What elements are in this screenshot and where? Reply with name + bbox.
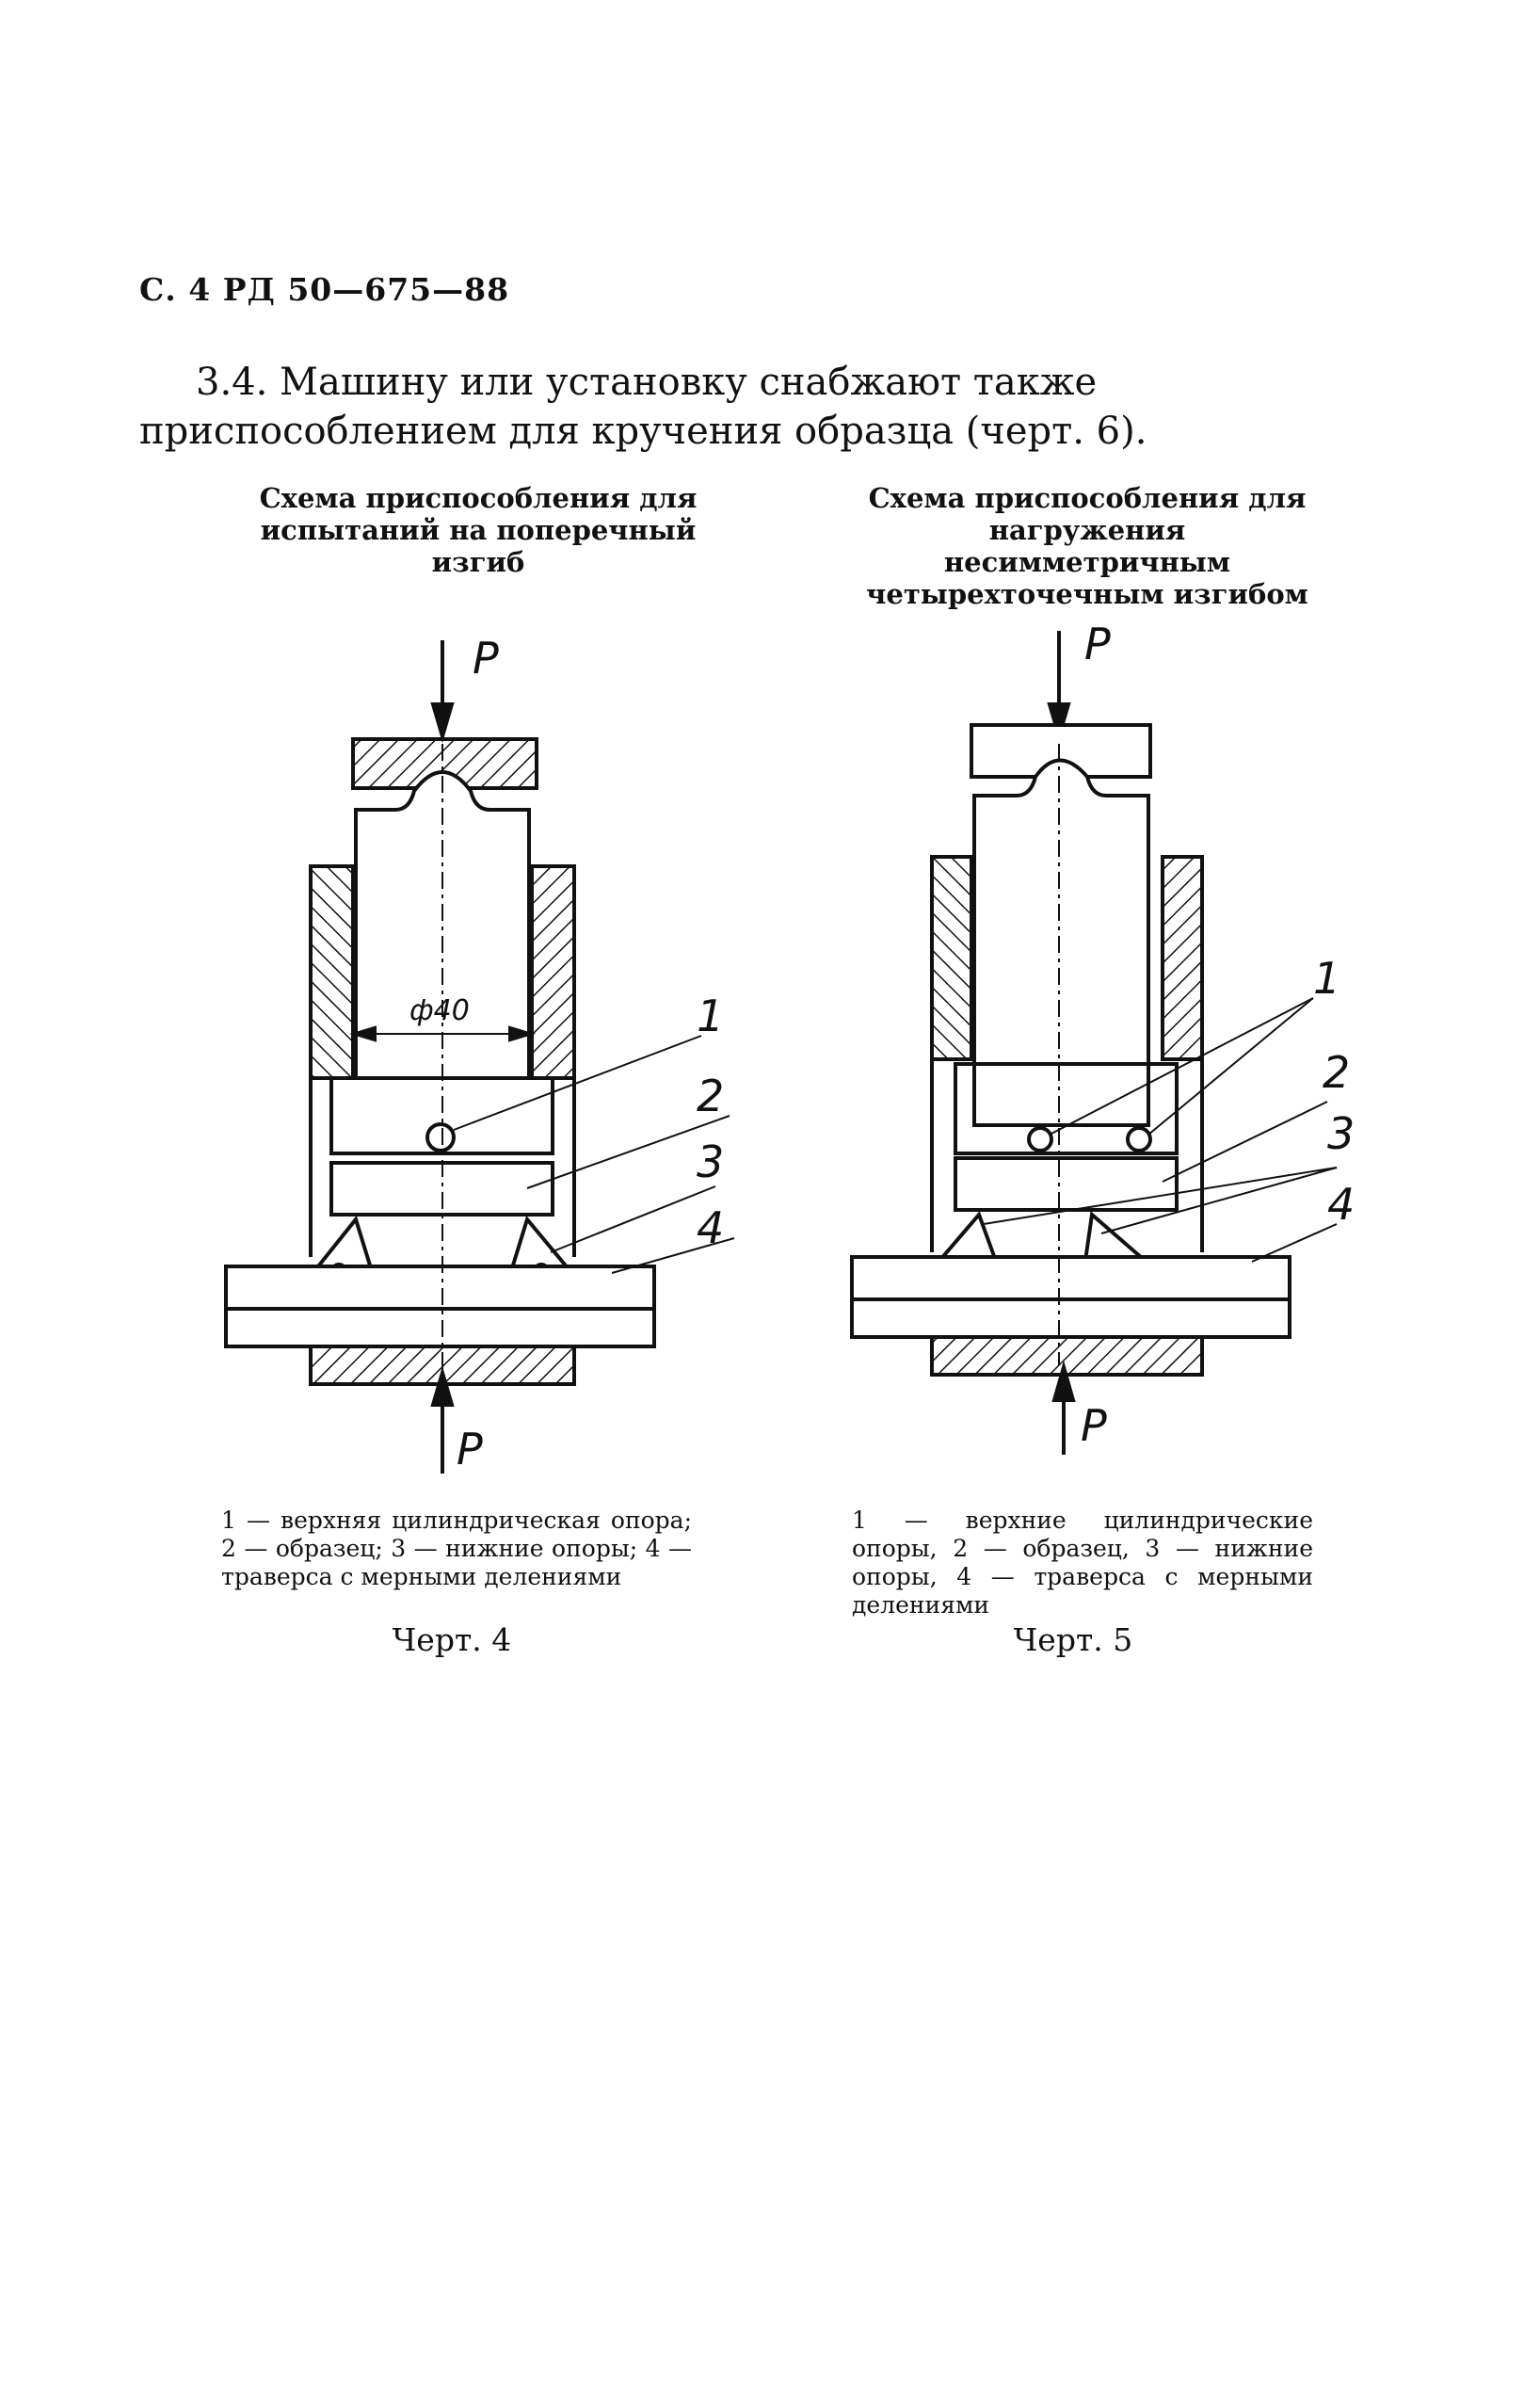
right-wall [1161,855,1204,1061]
callout-3: 3 [1327,1108,1355,1159]
arrow-head-top-icon [430,702,455,744]
callout-4: 4 [1327,1179,1355,1230]
callout-2: 2 [697,1071,724,1121]
bottom-plate [930,1335,1204,1377]
paragraph-number: 3.4. [196,361,268,404]
upper-support-icon [425,1122,456,1152]
load-label-bottom: P [457,1424,483,1474]
paragraph-3-4: 3.4. Машину или установку снабжают также… [139,358,1457,456]
left-wall [930,855,973,1061]
upper-punch [354,770,531,1080]
left-wall [309,864,355,1080]
traverse [850,1255,1291,1301]
figure-5-title: Схема приспособления для нагружения неси… [866,482,1308,610]
arrow-head-bottom-icon [1051,1360,1076,1402]
callout-1: 1 [1313,953,1340,1004]
page-header: С. 4 РД 50—675—88 [139,271,510,308]
upper-support-right-icon [1126,1126,1152,1152]
load-label-bottom: P [1081,1400,1107,1451]
callout-2: 2 [1323,1047,1350,1098]
load-label-top: P [1084,619,1111,669]
figure-5-caption: Черт. 5 [1013,1621,1133,1658]
upper-support-left-icon [1027,1126,1053,1152]
dimension-label: ф40 [409,994,470,1027]
inner-guide [954,1062,1179,1155]
arrow-head-top-icon [1047,702,1071,744]
load-label-top: P [473,633,499,684]
paragraph-text: Машину или установку снабжают также прис… [139,361,1147,453]
callout-4: 4 [697,1202,724,1253]
figure-4-title: Схема приспособления для испытаний на по… [259,482,698,578]
traverse [224,1265,656,1311]
figure-5-legend: 1 — верхние цилиндрические опоры, 2 — об… [852,1507,1313,1619]
callout-3: 3 [697,1136,724,1187]
figure-4-caption: Черт. 4 [392,1621,512,1658]
specimen [954,1156,1179,1212]
callout-1: 1 [697,991,724,1041]
arrow-head-bottom-icon [430,1365,455,1407]
figure-4-legend: 1 — верхняя цилиндрическая опора; 2 — об… [221,1507,692,1590]
upper-punch [972,758,1150,1127]
